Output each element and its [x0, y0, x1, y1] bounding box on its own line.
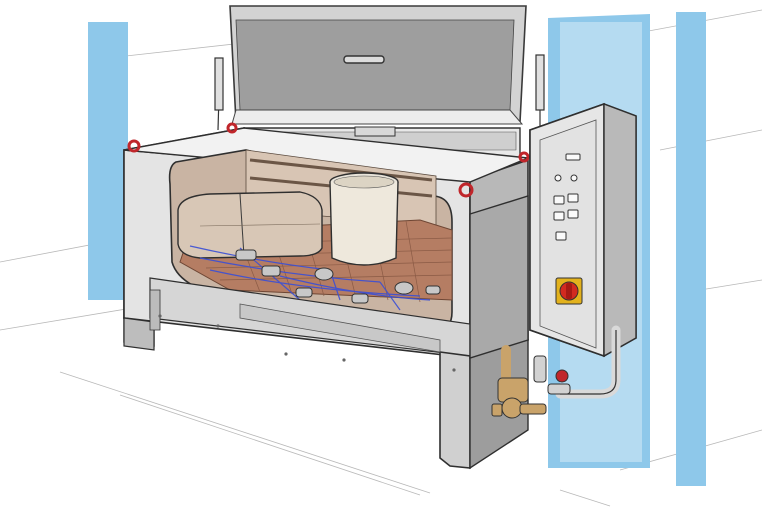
brass-valve: [491, 377, 547, 419]
plumbing-assembly: [491, 325, 621, 419]
frame-rivets: [158, 314, 456, 372]
pipe-valve: [533, 355, 571, 395]
lid-handle-icon: [343, 55, 385, 64]
spray-nozzle: [235, 249, 441, 304]
control-cabinet: [529, 102, 637, 358]
front-leg-right: [439, 351, 471, 469]
left-blue-bar: [88, 22, 128, 300]
indicator-light-icon: [553, 153, 581, 241]
side-housing: [469, 195, 529, 359]
far-right-blue-bar: [676, 12, 706, 486]
spray-system: [189, 245, 441, 311]
tank-lid: [229, 5, 527, 125]
engine-part: [177, 191, 323, 259]
lid-gas-struts: [214, 54, 545, 131]
lifting-eyelet-icon: [127, 122, 530, 198]
front-leg-left: [123, 317, 155, 351]
support-frame: [123, 277, 529, 470]
rotary-main-switch-icon: [555, 277, 583, 305]
parts-basket: [329, 172, 399, 266]
